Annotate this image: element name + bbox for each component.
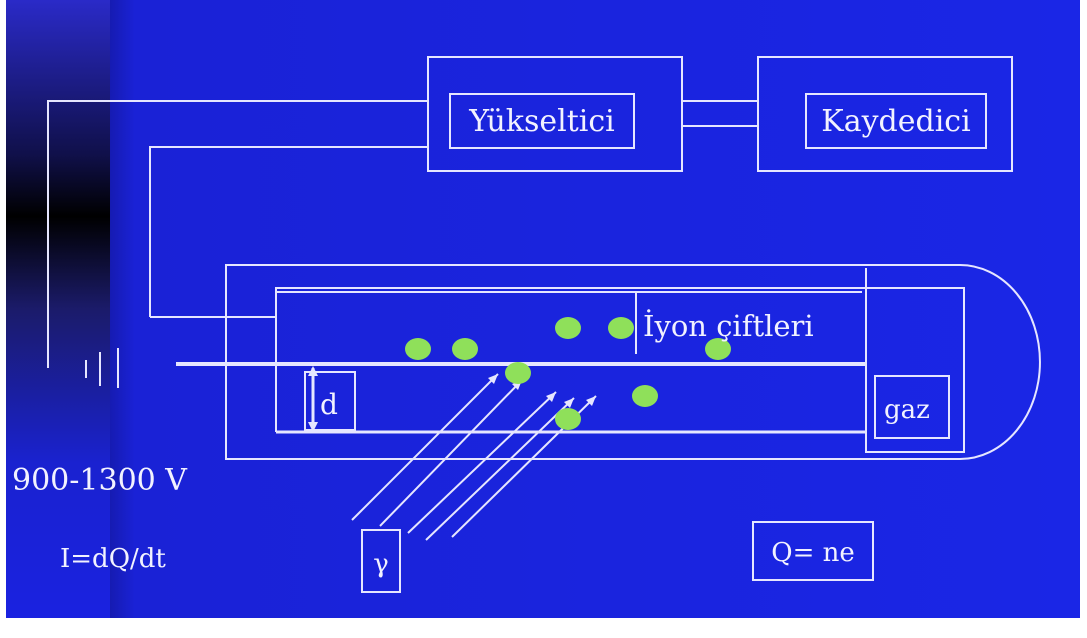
amplifier-box (427, 56, 683, 172)
gamma-label: γ (373, 549, 389, 579)
gamma-ray-1 (351, 373, 499, 521)
amplifier-label: Yükseltici (468, 104, 615, 139)
voltage-label: 900-1300 V (12, 463, 188, 498)
recorder-box (757, 56, 1013, 172)
arrowhead-3 (546, 392, 556, 402)
circuit-lines (47, 56, 1041, 593)
ion-pair (608, 317, 634, 339)
ion-pair (705, 338, 731, 360)
distance-label-frame (304, 371, 356, 431)
ion-pair (555, 408, 581, 430)
recorder-label: Kaydedici (821, 104, 970, 139)
wire-tube-amplifier (149, 146, 428, 317)
ion-pairs (405, 317, 731, 430)
distance-arrowhead-bottom (308, 422, 318, 432)
arrowhead-5 (586, 396, 596, 406)
gamma-label-frame (361, 529, 401, 593)
gamma-ray-2 (379, 379, 523, 527)
wire-battery-amplifier (47, 100, 428, 368)
ion-pair (505, 362, 531, 384)
ion-pair (632, 385, 658, 407)
gas-label-frame (874, 375, 950, 439)
arrowhead-1 (488, 374, 498, 384)
slide-left-shade (6, 0, 110, 618)
ion-pairs-label: İyon çiftleri (643, 308, 814, 343)
text-labels: Yükseltici Kaydedici İyon çiftleri d gaz… (12, 104, 971, 579)
gas-label: gaz (884, 395, 930, 425)
ion-pair (452, 338, 478, 360)
gamma-ray-3 (407, 391, 557, 534)
arrowheads (308, 366, 596, 432)
gamma-ray-4 (425, 397, 575, 541)
distance-label: d (320, 388, 338, 421)
slide-background (6, 0, 1080, 618)
current-formula: I=dQ/dt (60, 544, 166, 574)
amplifier-label-frame (449, 93, 635, 149)
ion-pair (555, 317, 581, 339)
charge-label-frame (752, 521, 874, 581)
arrowhead-4 (564, 398, 574, 408)
tube-envelope (225, 264, 1041, 460)
ion-pair (405, 338, 431, 360)
recorder-label-frame (805, 93, 987, 149)
charge-formula: Q= ne (771, 538, 855, 568)
distance-arrowhead-top (308, 366, 318, 376)
